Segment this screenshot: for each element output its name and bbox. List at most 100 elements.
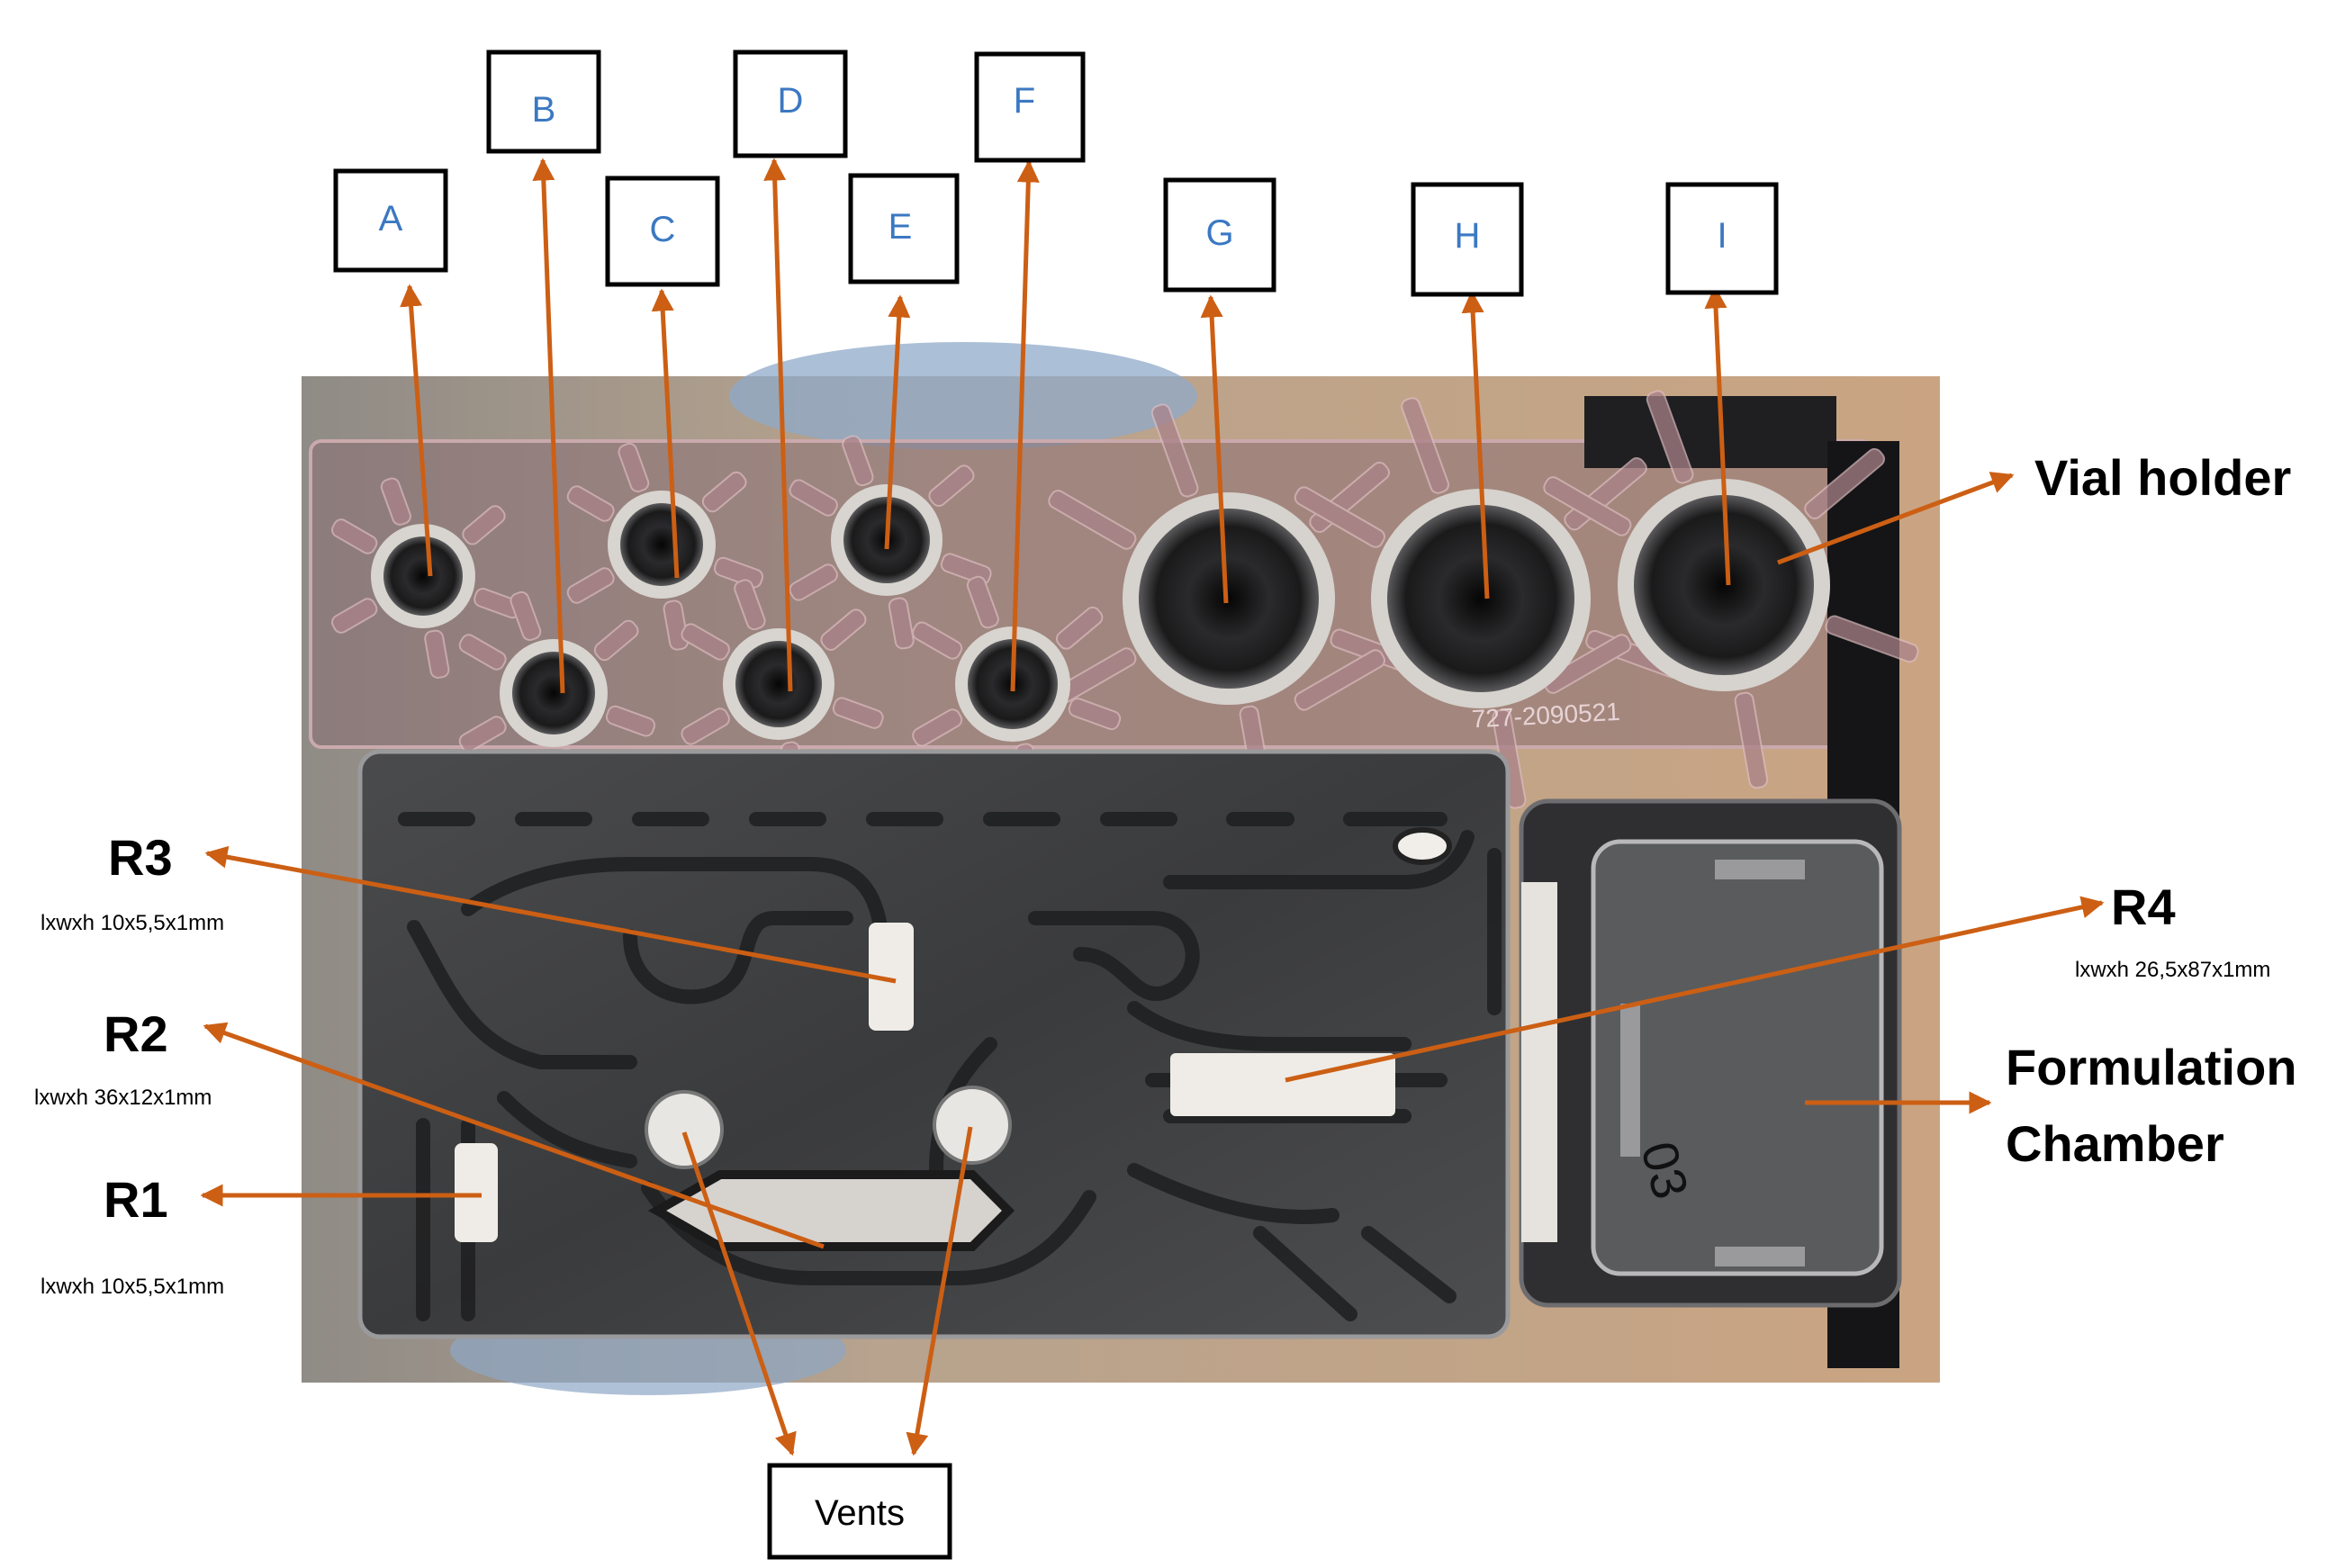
vial-b [500, 639, 608, 747]
reactor-r1-dims: lxwxh 10x5,5x1mm [41, 1275, 224, 1299]
vial-fin [681, 707, 730, 745]
arrow-r3 [204, 845, 897, 984]
arrow-b [532, 158, 565, 694]
vent-right [933, 1086, 1012, 1165]
reactor-r4-name: R4 [2111, 879, 2176, 935]
vial-fin [1401, 397, 1450, 494]
vial-h [1371, 489, 1591, 708]
svg-text:G: G [1205, 213, 1233, 253]
arrow-r4 [1285, 896, 2105, 1083]
label-box-e: E [848, 173, 960, 284]
arrow-c [651, 288, 680, 579]
vial-fin [1150, 403, 1199, 498]
vial-fin [1825, 615, 1919, 663]
vial-fin [912, 708, 963, 747]
vial-fin [1294, 486, 1385, 548]
arrow-r2 [203, 1022, 825, 1249]
vial-fin [1543, 634, 1632, 694]
arrow-vents-left [681, 1131, 797, 1456]
arrow-g [1200, 294, 1229, 604]
vial-d [723, 628, 834, 740]
label-box-c: C [605, 176, 720, 287]
arrow-a [400, 284, 433, 577]
vial-fin [618, 442, 650, 493]
vial-fin [1543, 476, 1632, 536]
vial-fin [331, 598, 378, 634]
label-box-a: A [333, 168, 448, 273]
cartridge-photo: 727-2090521 [302, 342, 1940, 1395]
reactor-r4-dims: lxwxh 26,5x87x1mm [2075, 958, 2270, 982]
reactor-r3-dims: lxwxh 10x5,5x1mm [41, 911, 224, 935]
vial-fin [820, 608, 867, 651]
vial-label-boxes: A B C D E F G H I [333, 50, 1779, 297]
label-box-d: D [733, 50, 848, 158]
vial-fin [1068, 698, 1122, 731]
vial-fin [888, 597, 915, 650]
formulation-chamber-label-line1: Formulation [2006, 1039, 2297, 1095]
vial-fin [912, 621, 963, 660]
vial-fin [331, 518, 378, 554]
vial-fin [701, 471, 747, 513]
glove-top [729, 342, 1197, 450]
vial-fin [510, 590, 542, 642]
vial-holder-label: Vial holder [2034, 449, 2291, 506]
reactor-r2-name: R2 [104, 1005, 168, 1062]
vial-fin [789, 479, 838, 517]
label-box-i: I [1665, 182, 1779, 295]
reactor-r3-pad [869, 923, 914, 1031]
label-box-h: H [1411, 182, 1524, 297]
formulation-chamber-label-line2: Chamber [2006, 1115, 2224, 1172]
vial-fin [832, 697, 884, 729]
arrow-vial-holder [1777, 472, 2015, 565]
reactor-r2-dims: lxwxh 36x12x1mm [34, 1086, 212, 1110]
arrow-i [1704, 285, 1731, 586]
vents-label-box: Vents [767, 1463, 952, 1560]
vial-g [1123, 492, 1335, 705]
vial-fin [1294, 649, 1385, 711]
vial-fin [1048, 490, 1137, 550]
vial-fin [593, 619, 639, 662]
arrow-d [763, 158, 793, 692]
vial-fin [1646, 390, 1694, 484]
vial-fin [1804, 447, 1885, 519]
vial-fin [605, 705, 656, 737]
label-box-f: F [974, 51, 1086, 163]
reactor-labels: R3 lxwxh 10x5,5x1mm R2 lxwxh 36x12x1mm R… [34, 829, 2270, 1299]
vial-fin [458, 634, 507, 671]
vial-fin [380, 477, 411, 526]
vial-c [608, 491, 716, 599]
vial-fin [462, 505, 506, 545]
svg-text:E: E [888, 207, 913, 247]
vial-fin [681, 623, 730, 661]
vents-label: Vents [815, 1493, 905, 1533]
vial-fin [1734, 691, 1769, 789]
vial-fin [789, 563, 838, 601]
svg-text:A: A [379, 199, 403, 239]
vial-i [1618, 479, 1830, 691]
microfluidic-plate [357, 749, 1511, 1339]
vial-fin [1055, 606, 1104, 650]
svg-text:F: F [1014, 81, 1035, 121]
label-box-g: G [1163, 177, 1276, 293]
svg-text:H: H [1455, 216, 1481, 256]
vials [371, 479, 1830, 747]
vial-fin [458, 716, 507, 752]
vial-fin [713, 556, 764, 589]
annotation-arrows [200, 158, 2105, 1456]
vial-fin [734, 579, 766, 631]
vial-fin [966, 575, 999, 629]
svg-text:D: D [778, 81, 804, 121]
vial-fin [566, 485, 615, 522]
svg-text:C: C [650, 210, 676, 249]
vial-fin [424, 629, 450, 679]
vial-fin [566, 567, 615, 604]
vial-fin [842, 435, 874, 487]
vial-fin [928, 464, 975, 507]
reactor-r3-name: R3 [108, 829, 173, 886]
arrow-vents-right [906, 1126, 973, 1456]
reactor-r1-name: R1 [104, 1171, 168, 1228]
reactor-r1-pad [455, 1143, 498, 1242]
svg-text:I: I [1717, 216, 1727, 256]
vial-a [371, 524, 475, 628]
